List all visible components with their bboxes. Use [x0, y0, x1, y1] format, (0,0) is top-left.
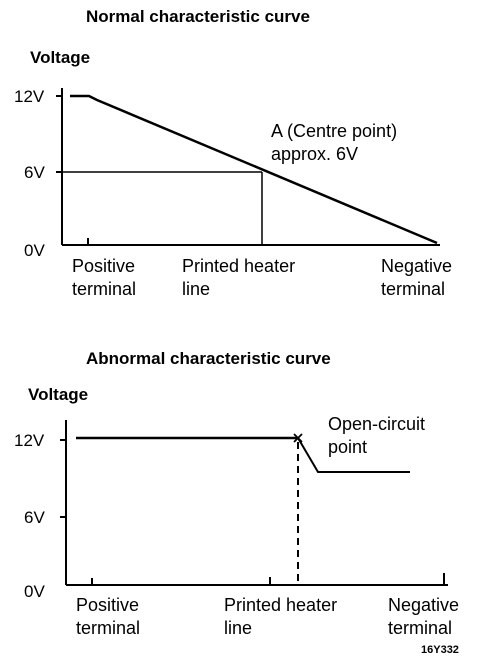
abnormal-x-label-negative-2: terminal — [388, 618, 452, 638]
abnormal-voltage-line-after-break — [297, 437, 410, 473]
normal-curve-panel: Normal characteristic curve Voltage 12V … — [14, 7, 452, 299]
abnormal-x-label-printed-1: Printed heater — [224, 595, 337, 615]
normal-x-label-negative-1: Negative — [381, 256, 452, 276]
normal-x-label-positive-1: Positive — [72, 256, 135, 276]
normal-centre-point-value: approx. 6V — [271, 144, 358, 164]
abnormal-x-label-positive-1: Positive — [76, 595, 139, 615]
normal-tick-label-0v: 0V — [24, 241, 45, 260]
abnormal-x-label-positive-2: terminal — [76, 618, 140, 638]
open-circuit-label: Open-circuit — [328, 414, 425, 434]
normal-voltage-curve — [70, 94, 438, 245]
abnormal-curve-title: Abnormal characteristic curve — [86, 349, 331, 368]
abnormal-x-label-negative-1: Negative — [388, 595, 459, 615]
normal-tick-label-12v: 12V — [14, 87, 45, 106]
normal-x-label-printed-1: Printed heater — [182, 256, 295, 276]
abnormal-y-axis-title: Voltage — [28, 385, 88, 404]
normal-x-label-negative-2: terminal — [381, 279, 445, 299]
normal-centre-point-label: A (Centre point) — [271, 121, 397, 141]
figure-code: 16Y332 — [421, 644, 459, 656]
abnormal-tick-label-6v: 6V — [24, 508, 45, 527]
normal-x-label-positive-2: terminal — [72, 279, 136, 299]
abnormal-curve-panel: Abnormal characteristic curve Voltage 12… — [14, 349, 459, 638]
normal-y-axis-title: Voltage — [30, 48, 90, 67]
abnormal-tick-label-12v: 12V — [14, 431, 45, 450]
open-circuit-point-marker — [293, 433, 303, 443]
normal-tick-label-6v: 6V — [24, 163, 45, 182]
normal-curve-title: Normal characteristic curve — [86, 7, 310, 26]
open-circuit-label-point: point — [328, 437, 367, 457]
abnormal-x-label-printed-2: line — [224, 618, 252, 638]
abnormal-tick-label-0v: 0V — [24, 582, 45, 601]
normal-x-label-printed-2: line — [182, 279, 210, 299]
